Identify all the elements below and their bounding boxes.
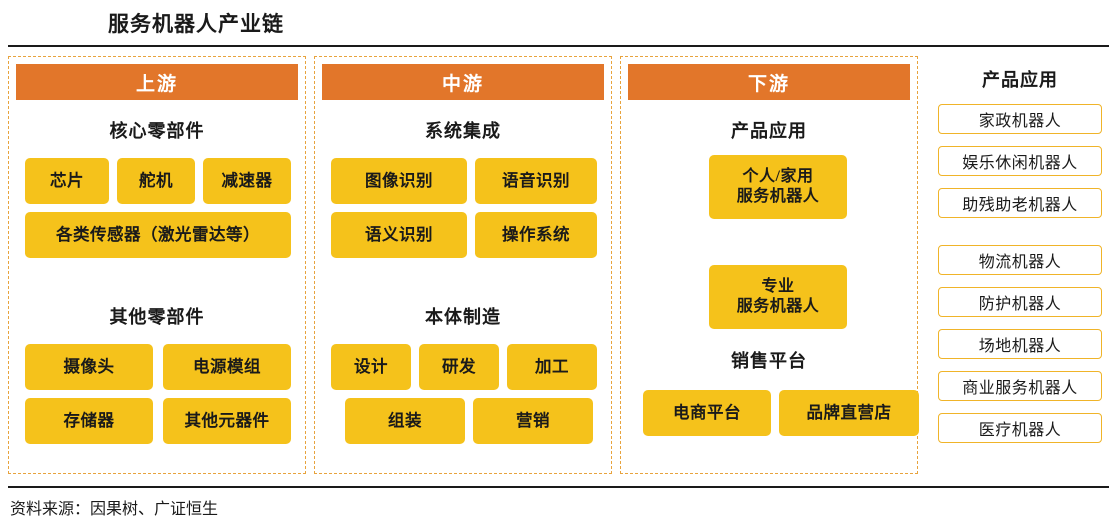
chip-ecommerce-platform[interactable]: 电商平台	[643, 390, 771, 436]
chip-design[interactable]: 设计	[331, 344, 411, 390]
stage-header-downstream: 下游	[628, 64, 910, 100]
group-title-product-application: 产品应用	[731, 121, 807, 141]
chip-chip[interactable]: 芯片	[25, 158, 109, 204]
app-chip-entertainment-robot[interactable]: 娱乐休闲机器人	[938, 146, 1102, 176]
chip-power-module[interactable]: 电源模组	[163, 344, 291, 390]
chip-speech-recognition[interactable]: 语音识别	[475, 158, 597, 204]
chip-image-recognition[interactable]: 图像识别	[331, 158, 467, 204]
source-note: 资料来源：因果树、广证恒生	[10, 501, 219, 518]
group-title-system-integration: 系统集成	[425, 121, 501, 141]
group-title-sales-platform: 销售平台	[731, 351, 807, 371]
stage-header-midstream: 中游	[322, 64, 604, 100]
page-title: 服务机器人产业链	[108, 12, 284, 36]
divider-top	[8, 45, 1109, 47]
chip-reducer[interactable]: 减速器	[203, 158, 291, 204]
divider-bottom	[8, 486, 1109, 488]
app-chip-logistics-robot[interactable]: 物流机器人	[938, 245, 1102, 275]
chip-brand-store[interactable]: 品牌直营店	[779, 390, 919, 436]
app-chip-assistive-elderly-robot[interactable]: 助残助老机器人	[938, 188, 1102, 218]
stage-upstream: 上游 核心零部件 芯片 舵机 减速器 各类传感器（激光雷达等） 其他零部件 摄像…	[8, 56, 306, 474]
app-chip-field-robot[interactable]: 场地机器人	[938, 329, 1102, 359]
group-title-body-manufacturing: 本体制造	[425, 307, 501, 327]
app-chip-protection-robot[interactable]: 防护机器人	[938, 287, 1102, 317]
chip-operating-system[interactable]: 操作系统	[475, 212, 597, 258]
app-chip-commercial-service-robot[interactable]: 商业服务机器人	[938, 371, 1102, 401]
stage-downstream: 下游 产品应用 个人/家用 服务机器人 专业 服务机器人 销售平台 电商平台 品…	[620, 56, 919, 474]
chip-marketing[interactable]: 营销	[473, 398, 593, 444]
chip-semantic-recognition[interactable]: 语义识别	[331, 212, 467, 258]
chip-memory[interactable]: 存储器	[25, 398, 153, 444]
chip-rnd[interactable]: 研发	[419, 344, 499, 390]
chip-assembly[interactable]: 组装	[345, 398, 465, 444]
app-chip-medical-robot[interactable]: 医疗机器人	[938, 413, 1102, 443]
stage-header-upstream: 上游	[16, 64, 298, 100]
group-title-core-components: 核心零部件	[109, 121, 205, 141]
group-title-other-components: 其他零部件	[109, 307, 205, 327]
app-chip-housekeeping-robot[interactable]: 家政机器人	[938, 104, 1102, 134]
applications-column: 产品应用 家政机器人 娱乐休闲机器人 助残助老机器人 物流机器人 防护机器人 场…	[930, 56, 1110, 474]
chip-personal-home-service-robot[interactable]: 个人/家用 服务机器人	[709, 155, 847, 219]
chip-other-devices[interactable]: 其他元器件	[163, 398, 291, 444]
chip-professional-service-robot[interactable]: 专业 服务机器人	[709, 265, 847, 329]
chip-processing[interactable]: 加工	[507, 344, 597, 390]
chip-servo[interactable]: 舵机	[117, 158, 195, 204]
chip-sensors[interactable]: 各类传感器（激光雷达等）	[25, 212, 291, 258]
chip-camera[interactable]: 摄像头	[25, 344, 153, 390]
stage-midstream: 中游 系统集成 图像识别 语音识别 语义识别 操作系统 本体制造 设计 研发 加…	[314, 56, 612, 474]
applications-title: 产品应用	[982, 70, 1058, 90]
